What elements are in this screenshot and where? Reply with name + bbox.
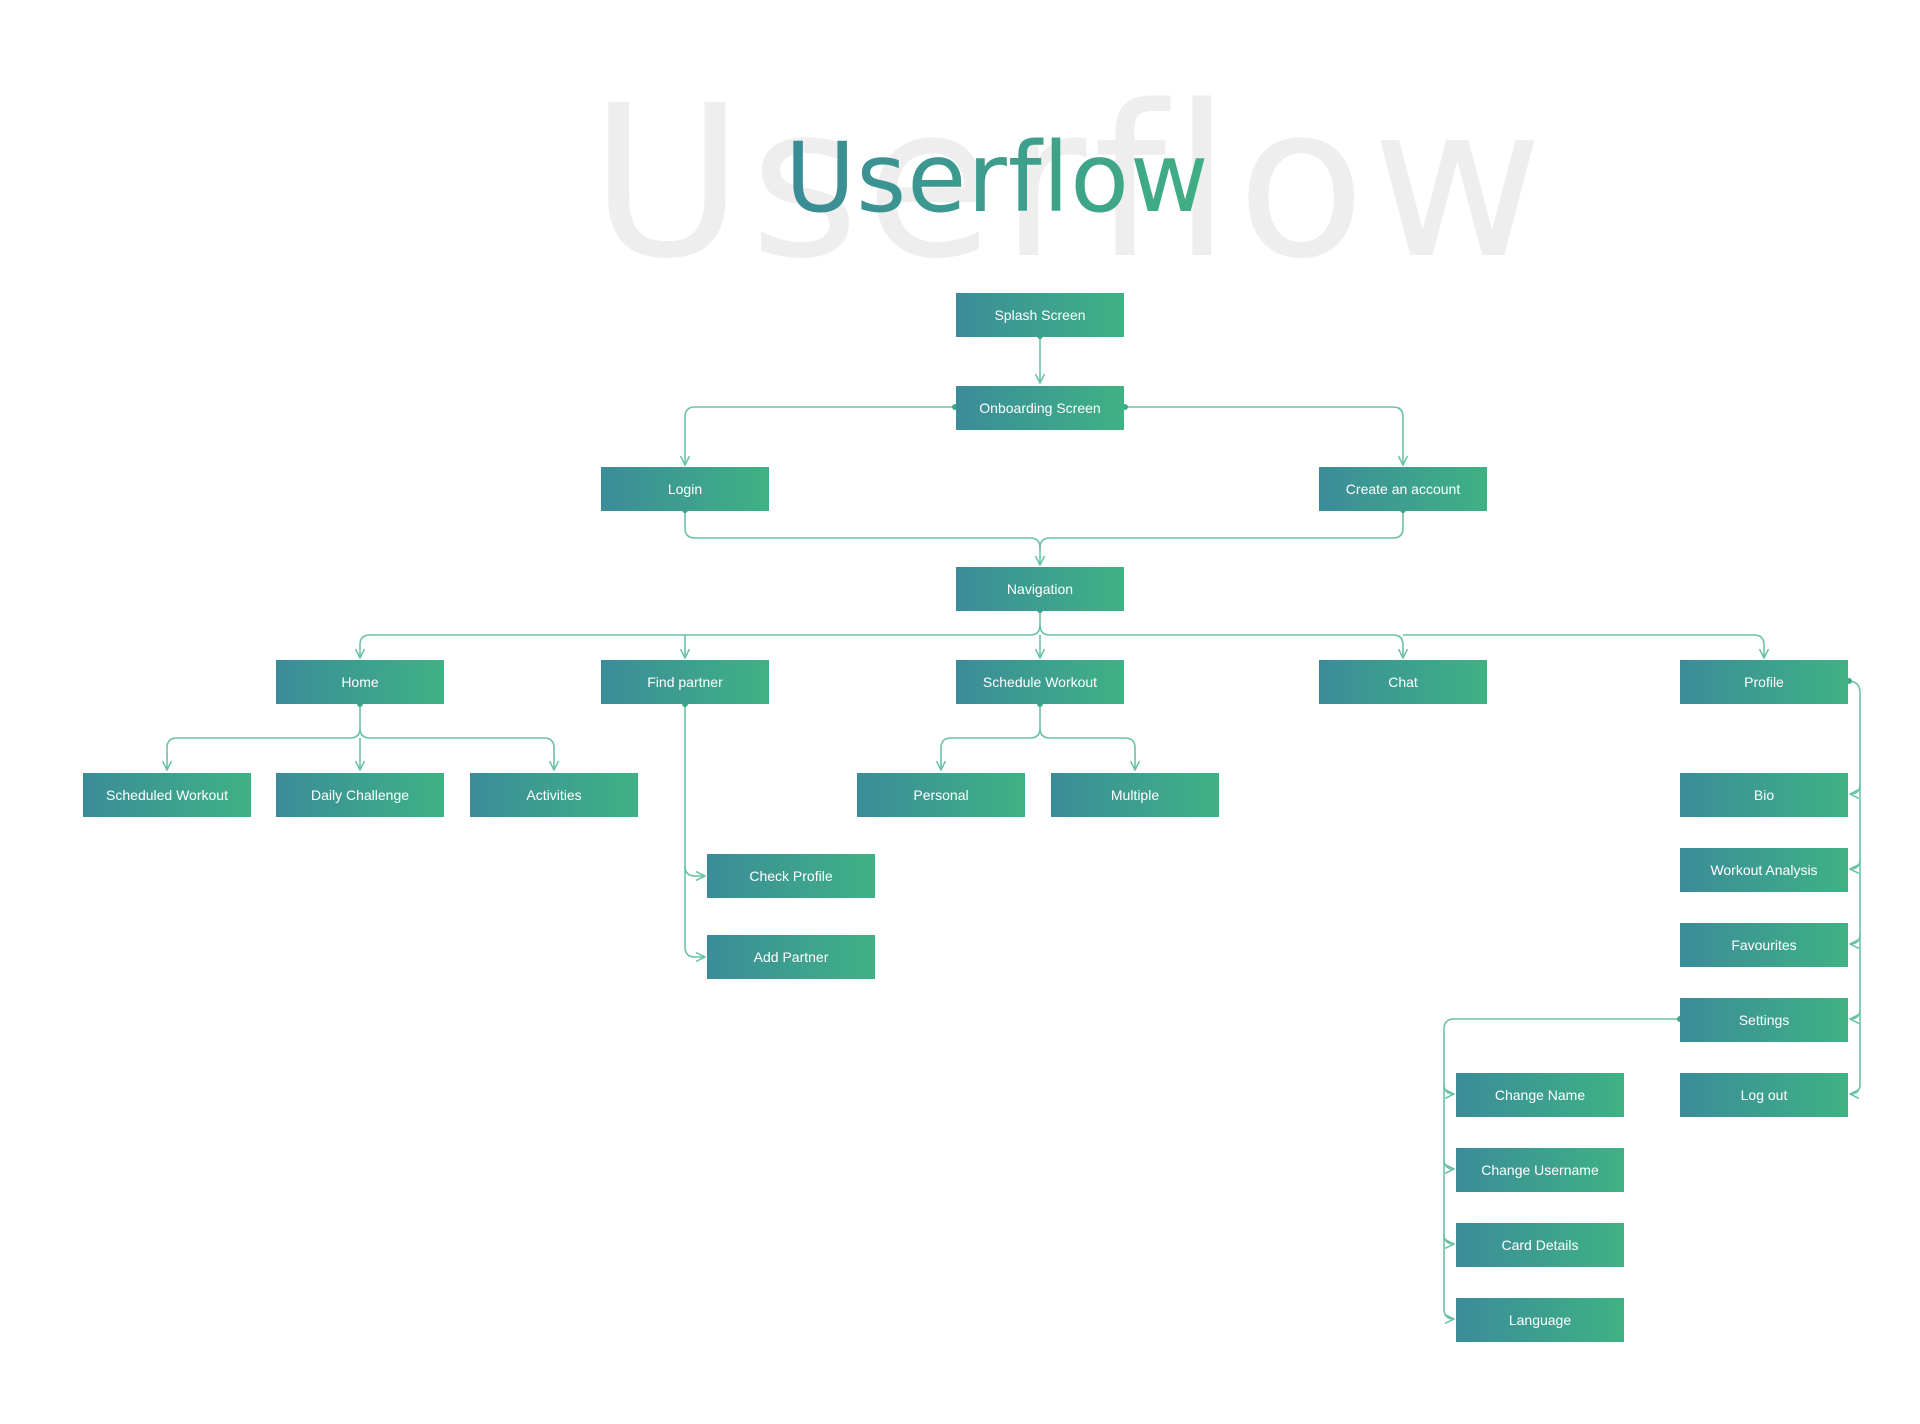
node-language[interactable]: Language	[1456, 1298, 1624, 1342]
edge-onboarding-create	[1125, 406, 1403, 465]
node-personal[interactable]: Personal	[857, 773, 1025, 817]
node-create-account[interactable]: Create an account	[1319, 467, 1487, 511]
edge-find-check	[684, 703, 705, 876]
page-title: Userflow	[785, 122, 1210, 234]
node-change-username[interactable]: Change Username	[1456, 1148, 1624, 1192]
edge-onboarding-login	[685, 406, 955, 465]
edge-schedule-personal	[941, 703, 1041, 770]
edge-profile-bio	[1850, 783, 1861, 794]
node-change-name[interactable]: Change Name	[1456, 1073, 1624, 1117]
edge-navigation-profile	[1403, 634, 1764, 658]
node-card-details[interactable]: Card Details	[1456, 1223, 1624, 1267]
edge-home-children	[167, 703, 361, 770]
node-add-partner[interactable]: Add Partner	[707, 935, 875, 979]
node-multiple[interactable]: Multiple	[1051, 773, 1219, 817]
edge-settings-name	[1443, 1083, 1454, 1094]
edge-settings-card	[1443, 1233, 1454, 1244]
node-favourites[interactable]: Favourites	[1680, 923, 1848, 967]
node-navigation[interactable]: Navigation	[956, 567, 1124, 611]
node-check-profile[interactable]: Check Profile	[707, 854, 875, 898]
node-settings[interactable]: Settings	[1680, 998, 1848, 1042]
edge-find-add	[684, 866, 705, 957]
node-splash-screen[interactable]: Splash Screen	[956, 293, 1124, 337]
title-area: Userflow Userflow	[0, 0, 1920, 288]
edge-navigation-chat	[1039, 624, 1403, 658]
edge-profile-favourites	[1850, 933, 1861, 944]
edge-home-activities	[359, 727, 554, 770]
node-bio[interactable]: Bio	[1680, 773, 1848, 817]
edge-profile-settings	[1850, 1008, 1861, 1019]
edge-settings-rail	[1443, 1018, 1680, 1319]
edge-schedule-multiple	[1039, 727, 1135, 770]
node-daily-challenge[interactable]: Daily Challenge	[276, 773, 444, 817]
node-onboarding-screen[interactable]: Onboarding Screen	[956, 386, 1124, 430]
node-scheduled-workout[interactable]: Scheduled Workout	[83, 773, 251, 817]
node-profile[interactable]: Profile	[1680, 660, 1848, 704]
node-log-out[interactable]: Log out	[1680, 1073, 1848, 1117]
title-watermark: Userflow	[590, 78, 1549, 288]
node-workout-analysis[interactable]: Workout Analysis	[1680, 848, 1848, 892]
edge-profile-rail	[1847, 680, 1861, 1094]
node-find-partner[interactable]: Find partner	[601, 660, 769, 704]
edge-profile-analysis	[1850, 858, 1861, 869]
node-activities[interactable]: Activities	[470, 773, 638, 817]
edge-navigation-home	[360, 610, 1041, 658]
node-home[interactable]: Home	[276, 660, 444, 704]
edge-login-navigation	[684, 510, 1040, 565]
edge-settings-username	[1443, 1158, 1454, 1169]
edge-create-navigation	[1039, 510, 1404, 549]
node-chat[interactable]: Chat	[1319, 660, 1487, 704]
node-login[interactable]: Login	[601, 467, 769, 511]
node-schedule-workout[interactable]: Schedule Workout	[956, 660, 1124, 704]
